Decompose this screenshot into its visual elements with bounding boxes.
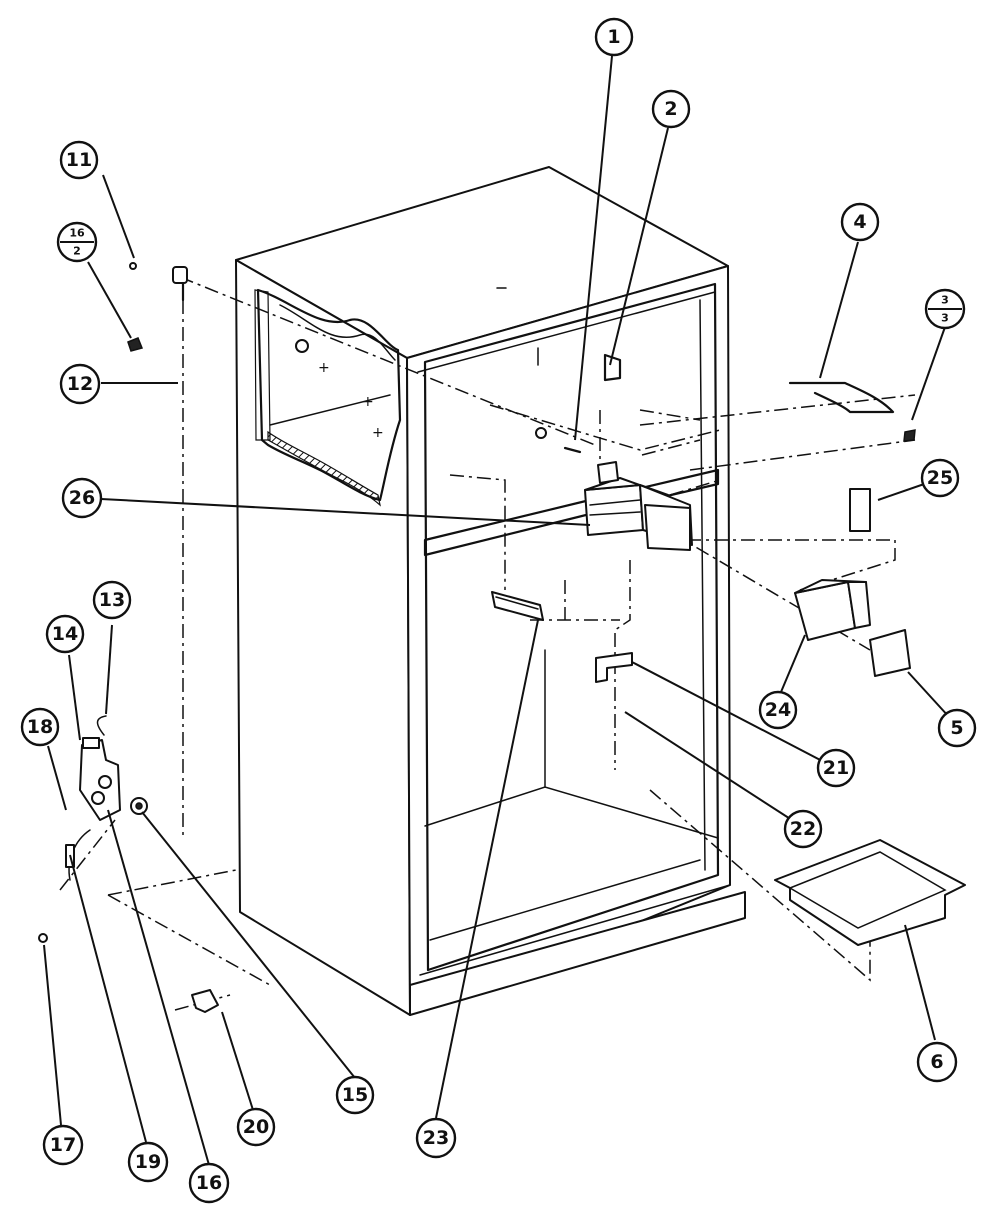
callout-5: 5 — [937, 708, 977, 748]
callout-19: 19 — [127, 1141, 169, 1183]
svg-text:3: 3 — [941, 312, 949, 325]
callout-25: 25 — [920, 458, 960, 498]
callout-24: 24 — [758, 690, 798, 730]
callout-21: 21 — [816, 748, 856, 788]
svg-text:17: 17 — [50, 1134, 76, 1156]
svg-text:3: 3 — [941, 294, 949, 307]
parts — [38, 262, 966, 1013]
svg-text:19: 19 — [135, 1151, 161, 1173]
svg-text:24: 24 — [765, 699, 791, 721]
svg-text:+: + — [318, 360, 330, 376]
svg-text:21: 21 — [823, 757, 849, 779]
svg-text:+: + — [372, 425, 384, 441]
svg-text:26: 26 — [69, 487, 95, 509]
callout-3-3: 3 3 — [924, 288, 966, 330]
callout-6: 6 — [916, 1041, 958, 1083]
svg-text:15: 15 — [342, 1084, 368, 1106]
svg-text:14: 14 — [52, 623, 78, 645]
svg-text:18: 18 — [27, 716, 53, 738]
assembly-centerlines — [59, 276, 916, 1011]
callout-14: 14 — [45, 614, 85, 654]
callout-4: 4 — [840, 202, 880, 242]
callout-22: 22 — [783, 809, 823, 849]
svg-text:2: 2 — [73, 245, 81, 258]
callout-16-2: 16 2 — [56, 221, 98, 263]
svg-text:23: 23 — [423, 1127, 449, 1149]
callout-12: 12 — [59, 363, 101, 405]
svg-text:20: 20 — [243, 1116, 269, 1138]
callout-11: 11 — [59, 140, 99, 180]
svg-text:4: 4 — [853, 211, 866, 233]
callout-13: 13 — [92, 580, 132, 620]
svg-text:12: 12 — [67, 373, 93, 395]
svg-text:6: 6 — [930, 1051, 943, 1073]
svg-text:13: 13 — [99, 589, 125, 611]
svg-text:22: 22 — [790, 818, 816, 840]
callout-23: 23 — [415, 1117, 457, 1159]
svg-text:11: 11 — [66, 149, 92, 171]
svg-text:+: + — [362, 394, 374, 410]
callout-26: 26 — [61, 477, 103, 519]
svg-text:5: 5 — [950, 717, 963, 739]
svg-text:25: 25 — [927, 467, 953, 489]
svg-text:16: 16 — [196, 1172, 222, 1194]
refrigerator-cabinet: + + + — [235, 166, 746, 1016]
callout-16: 16 — [188, 1162, 230, 1204]
callout-15: 15 — [335, 1075, 375, 1115]
svg-text:1: 1 — [607, 26, 620, 48]
callout-17: 17 — [42, 1124, 84, 1166]
callout-2: 2 — [651, 89, 691, 129]
leader-lines — [43, 55, 951, 1166]
callout-20: 20 — [236, 1107, 276, 1147]
callout-18: 18 — [20, 707, 60, 747]
svg-text:16: 16 — [69, 227, 85, 240]
callout-1: 1 — [594, 17, 634, 57]
svg-text:2: 2 — [664, 98, 677, 120]
